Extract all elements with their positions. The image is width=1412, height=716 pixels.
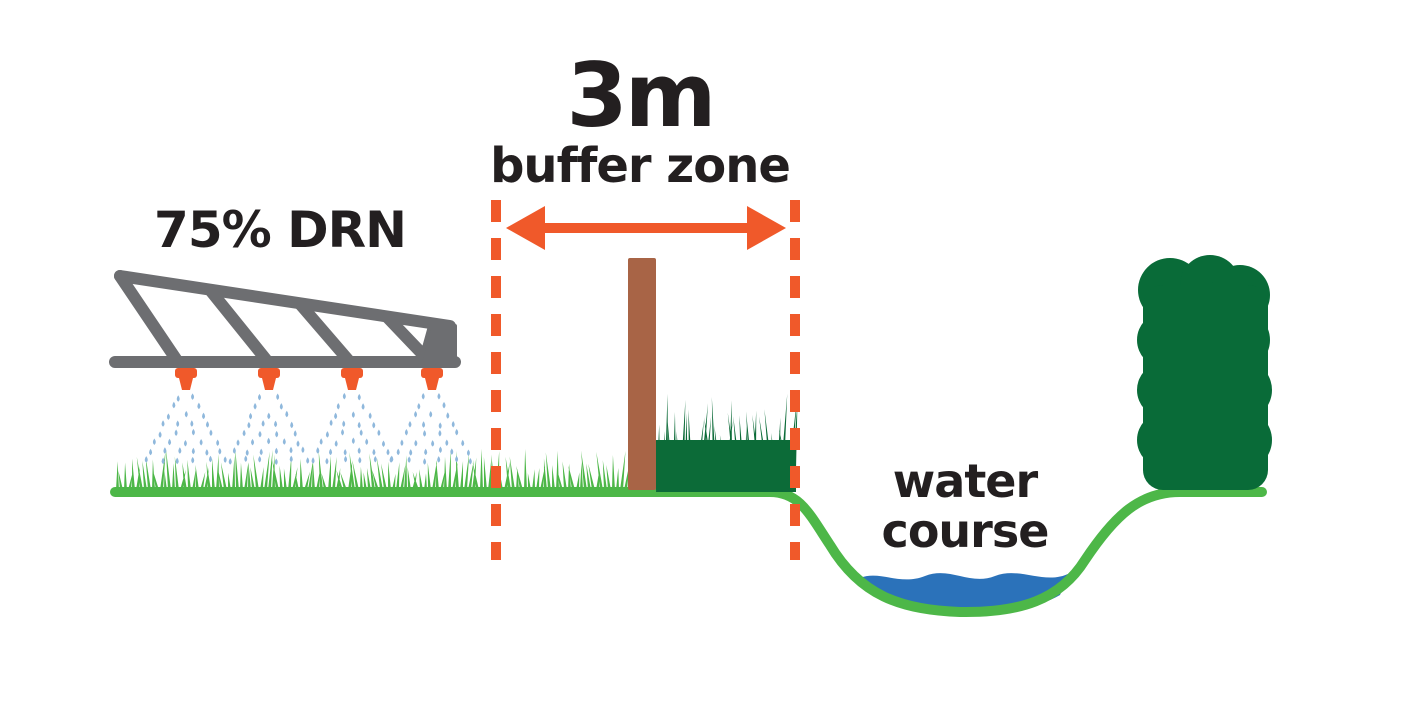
hedge-icon [1137,255,1272,490]
drift-reduction-label: 75% DRN [154,201,407,259]
water-course-line1: water [892,454,1038,508]
buffer-zone-label: buffer zone [490,138,791,194]
spray-nozzle-icon [258,368,280,390]
spray-nozzle-icon [421,368,443,390]
grass-strip [115,448,660,497]
fence-post-icon [628,258,656,490]
double-headed-arrow-icon [506,206,786,250]
spray-nozzle-icon [175,368,197,390]
spray-nozzles [175,368,443,390]
spray-droplets [144,392,472,465]
spray-nozzle-icon [341,368,363,390]
crop-sprayer-boom-icon [109,270,461,368]
long-grass [656,393,798,492]
water-course-label: water course [850,456,1080,556]
water-course-line2: course [881,504,1050,558]
buffer-distance-label: 3m [566,44,717,147]
terrain-line [110,487,1267,618]
water-body [860,573,1070,611]
